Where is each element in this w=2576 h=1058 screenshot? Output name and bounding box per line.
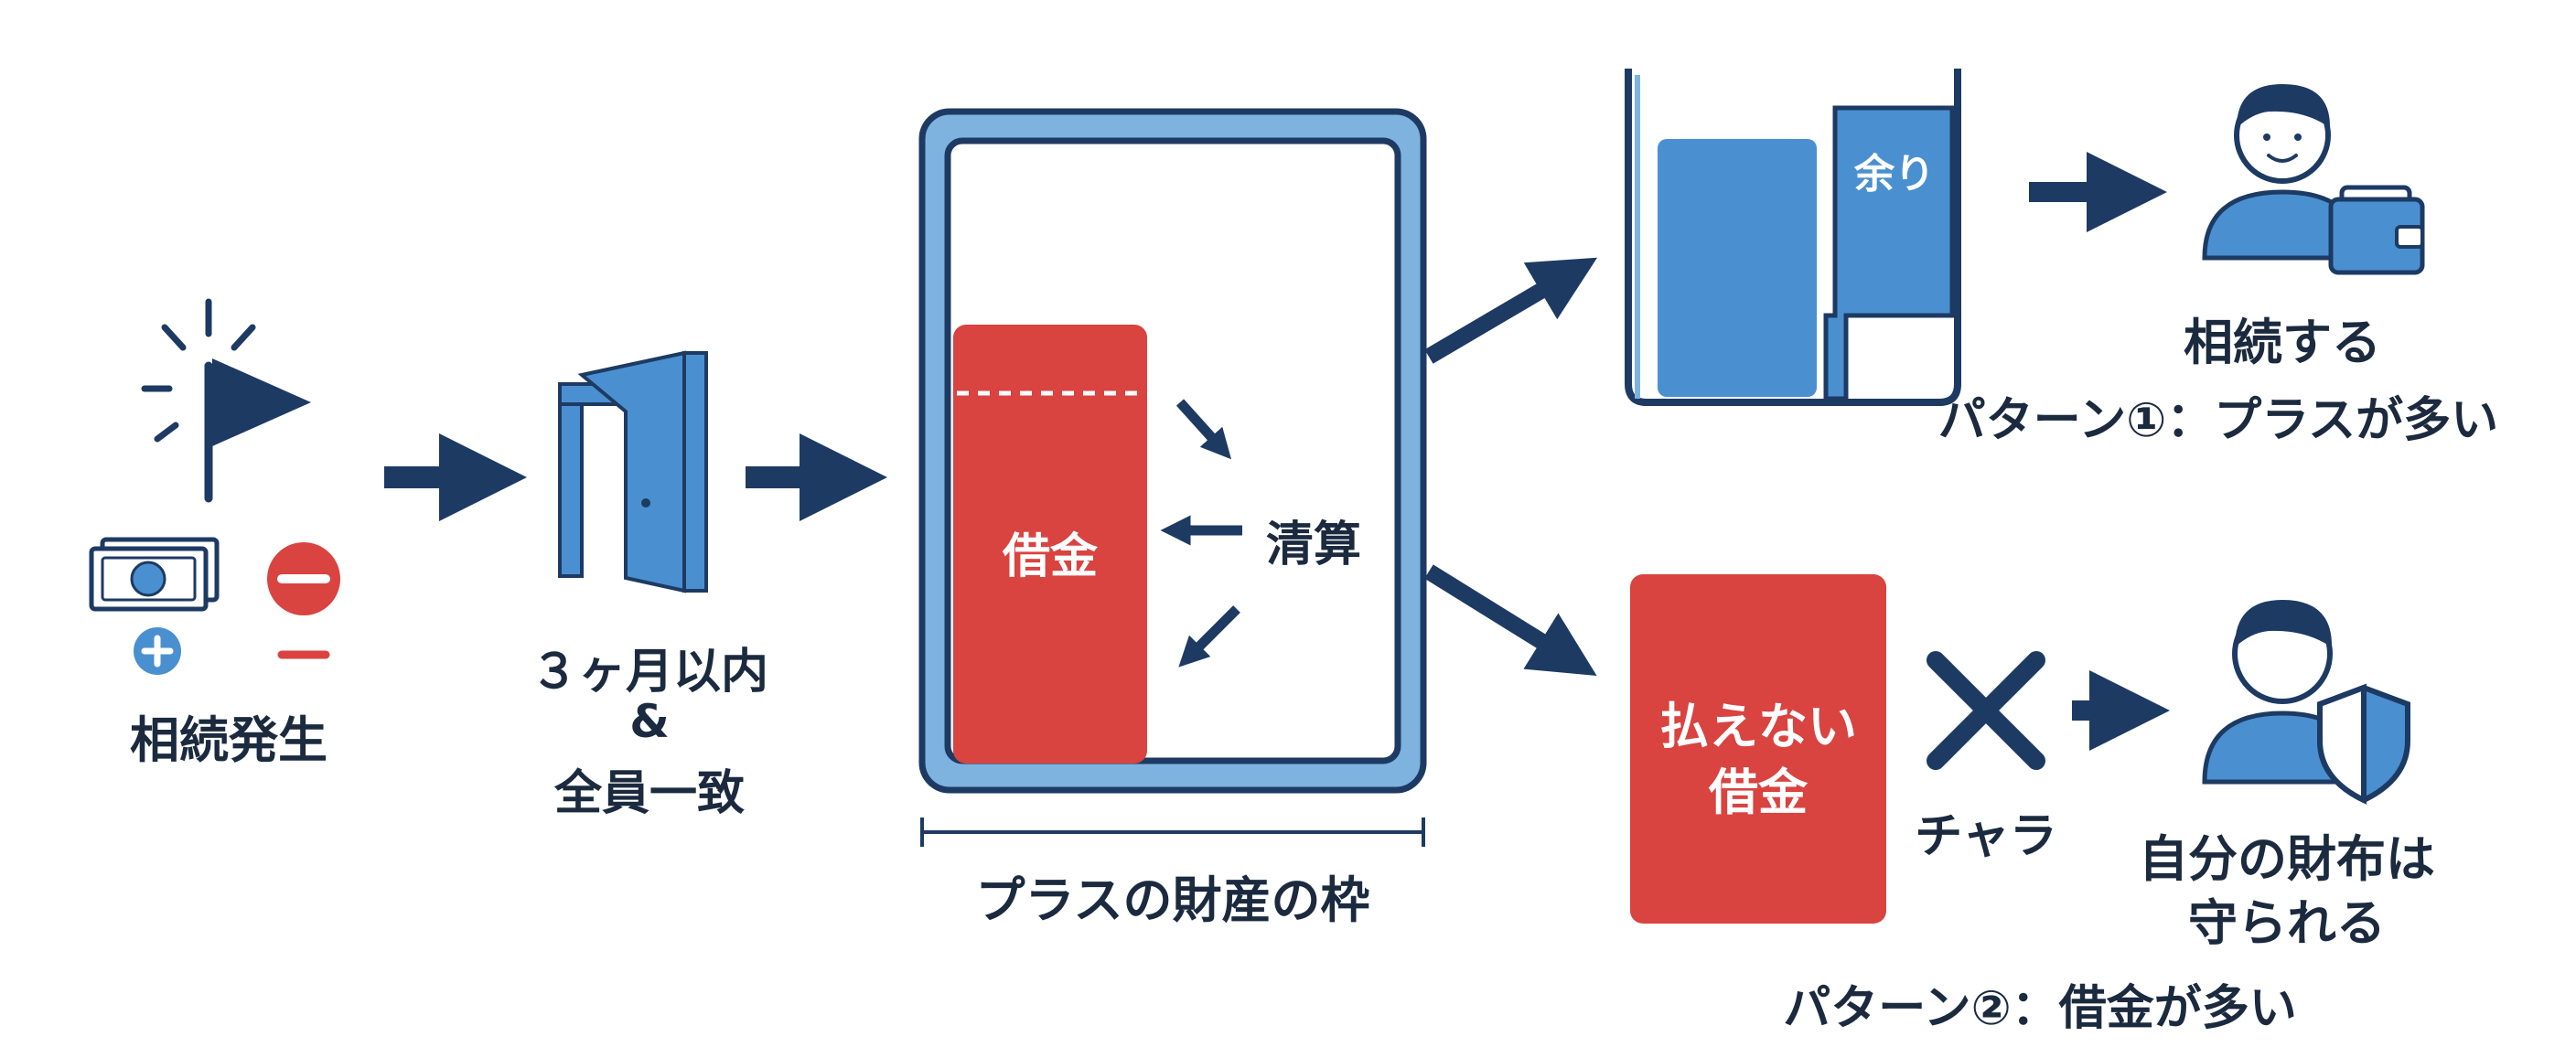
surplus-block	[1823, 105, 1955, 401]
door-icon	[558, 350, 708, 593]
debt-label: 借金	[1002, 529, 1098, 584]
cross-icon	[1927, 651, 2045, 770]
pattern1-result-label: 相続する	[2184, 314, 2381, 371]
surplus-container	[1625, 69, 1961, 406]
cancel-label: チャラ	[1915, 809, 2057, 864]
minus-icon	[267, 542, 340, 659]
surplus-label: 余り	[1854, 151, 1935, 198]
debt-block	[953, 325, 1147, 764]
step2-line2: &	[629, 695, 670, 748]
banknote-icon	[89, 537, 220, 612]
happy-person-icon	[2202, 84, 2363, 261]
branch-arrow-down	[1424, 564, 1597, 676]
start-flag-icon	[141, 298, 311, 503]
pattern2-caption: パターン②：借金が多い	[1783, 981, 2297, 1036]
step1-label: 相続発生	[130, 711, 327, 769]
frame-caption: プラスの財産の枠	[975, 871, 1370, 929]
branch-arrow-up	[1424, 257, 1598, 364]
plus-icon	[134, 627, 181, 675]
wallet-icon	[2328, 185, 2425, 275]
pattern1-caption: パターン①：プラスが多い	[1937, 393, 2499, 448]
unpayable-debt-line1: 払えない	[1659, 698, 1857, 755]
unpayable-debt-block	[1630, 574, 1886, 924]
shield-icon	[2317, 683, 2410, 805]
unpayable-debt-line2: 借金	[1709, 764, 1808, 821]
frame-bracket	[920, 818, 1425, 847]
settle-arrow-top	[1175, 399, 1232, 460]
settle-label: 清算	[1265, 518, 1361, 572]
pattern2-result-line2: 守られる	[2188, 894, 2386, 952]
settle-arrow-bottom	[1178, 605, 1240, 668]
pattern2-result-line1: 自分の財布は	[2139, 830, 2435, 888]
step2-line1: ３ヶ月以内	[530, 645, 768, 700]
step2-line3: 全員一致	[553, 766, 745, 821]
